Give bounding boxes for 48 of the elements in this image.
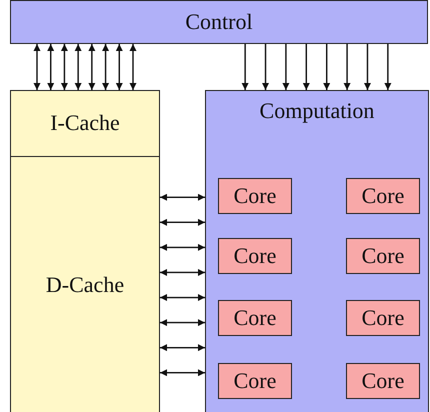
block-label: D-Cache bbox=[46, 272, 124, 298]
double-arrow bbox=[160, 294, 205, 302]
double-arrow bbox=[74, 44, 82, 90]
core-block bbox=[346, 178, 420, 214]
double-arrow bbox=[102, 44, 110, 90]
block bbox=[205, 90, 429, 412]
double-arrow bbox=[160, 344, 205, 352]
block-label: Core bbox=[362, 184, 404, 208]
double-arrow bbox=[160, 319, 205, 326]
double-arrow bbox=[160, 369, 205, 376]
core-block bbox=[218, 238, 292, 274]
double-arrow bbox=[160, 218, 205, 226]
double-arrow bbox=[34, 44, 40, 90]
arrow bbox=[282, 44, 290, 90]
double-arrow bbox=[130, 44, 136, 90]
core-block bbox=[218, 300, 292, 336]
arrow bbox=[262, 44, 270, 90]
double-arrow bbox=[88, 44, 96, 90]
core-block bbox=[218, 178, 292, 214]
core-block bbox=[218, 363, 292, 399]
core-block bbox=[346, 363, 420, 399]
double-arrow bbox=[116, 44, 123, 90]
double-arrow bbox=[47, 44, 54, 90]
block-label: Core bbox=[362, 368, 404, 394]
arrow bbox=[364, 44, 371, 90]
block-label: Core bbox=[362, 306, 404, 330]
block-label: Core bbox=[362, 244, 404, 268]
core-block bbox=[346, 238, 420, 274]
block-label: Computation bbox=[260, 99, 374, 124]
block-label: Control bbox=[185, 10, 253, 34]
double-arrow bbox=[160, 194, 205, 201]
block-label: Core bbox=[234, 306, 276, 330]
core-block bbox=[346, 300, 420, 336]
block-label: I-Cache bbox=[50, 111, 120, 136]
block-label: Core bbox=[234, 368, 276, 394]
arrow bbox=[384, 44, 392, 90]
block bbox=[10, 90, 160, 157]
arrow bbox=[323, 44, 330, 90]
block-label: Core bbox=[234, 244, 276, 268]
arrow bbox=[344, 44, 351, 90]
arrow bbox=[242, 44, 249, 90]
double-arrow bbox=[60, 44, 68, 90]
arrow bbox=[302, 44, 310, 90]
block bbox=[10, 156, 160, 412]
block-label: Core bbox=[234, 184, 276, 208]
double-arrow bbox=[160, 244, 205, 251]
double-arrow bbox=[160, 268, 205, 276]
block bbox=[10, 0, 428, 44]
